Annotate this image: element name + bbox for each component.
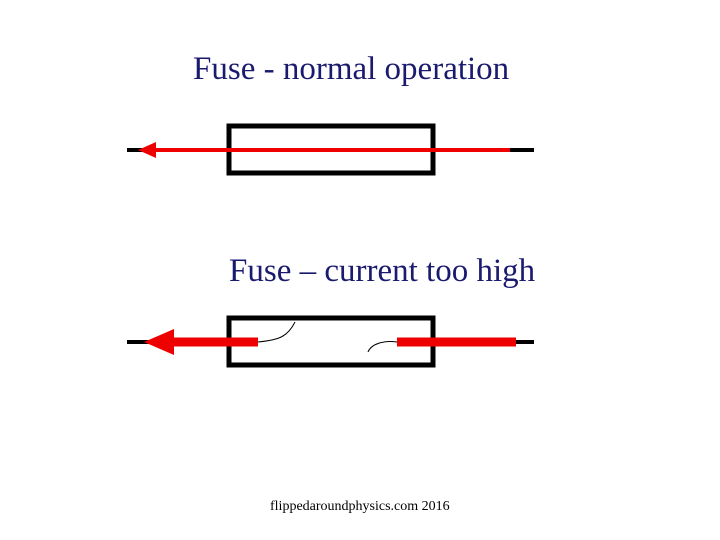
current-arrowhead-blown bbox=[144, 329, 174, 355]
current-arrowhead-normal bbox=[138, 142, 156, 158]
fuse-blown-diagram bbox=[127, 315, 534, 368]
fuse-normal-diagram bbox=[127, 123, 534, 176]
credit-text: flippedaroundphysics.com 2016 bbox=[270, 499, 450, 514]
title-fuse-normal-operation: Fuse - normal operation bbox=[193, 51, 510, 87]
broken-wire-right bbox=[367, 341, 398, 353]
broken-wire-left bbox=[257, 321, 296, 343]
title-fuse-current-too-high: Fuse – current too high bbox=[229, 253, 536, 289]
